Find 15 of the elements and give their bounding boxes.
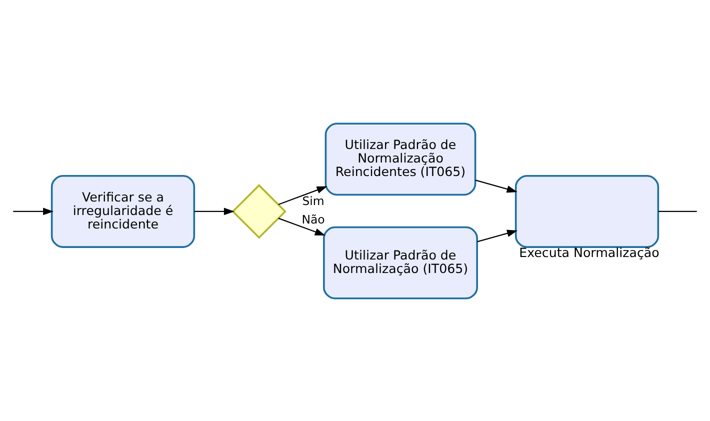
edge-label: Não — [302, 212, 325, 226]
node-diamond — [232, 184, 286, 238]
arrow — [13, 207, 54, 215]
arrow — [194, 207, 234, 215]
arrow — [475, 179, 518, 192]
node-box: Utilizar Padrão de Normalização Reincidentes (IT065) — [324, 122, 476, 196]
edge-label: Sim — [302, 194, 324, 208]
connector — [658, 210, 697, 212]
arrow — [278, 217, 326, 236]
node-label: Executa Normalização — [519, 244, 660, 260]
node-box: Utilizar Padrão de Normalização (IT065) — [323, 226, 478, 299]
node-box: Verificar se a irregularidade é reincidente — [50, 174, 196, 248]
arrow — [477, 229, 518, 242]
arrow — [278, 186, 328, 205]
node-box — [514, 174, 660, 248]
